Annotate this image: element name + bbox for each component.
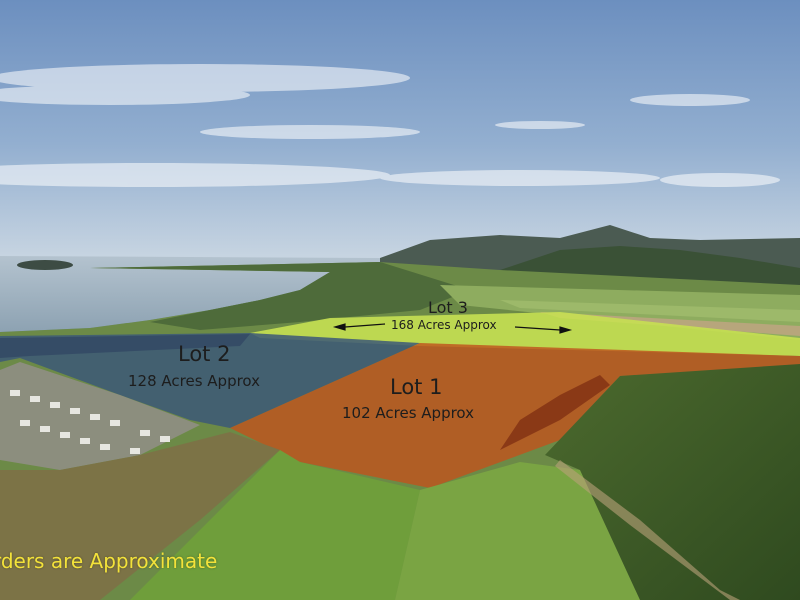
sea: [0, 256, 380, 332]
lot-2-area: 128 Acres Approx: [128, 372, 261, 390]
lot-3-area: 168 Acres Approx: [391, 318, 497, 332]
borders-disclaimer: Borders are Approximate: [0, 549, 218, 573]
cane-field-2: [395, 462, 640, 600]
mangroves: [90, 262, 470, 330]
cane-field-1: [130, 450, 420, 600]
island: [17, 260, 73, 270]
clouds: [0, 64, 780, 187]
lot-3-title: Lot 3: [428, 298, 468, 317]
houses: [10, 390, 170, 454]
lot-1-title: Lot 1: [390, 375, 443, 399]
lot-3-arrows: [332, 323, 573, 334]
brown-field: [0, 432, 280, 600]
tree-clump: [500, 375, 610, 450]
lot-1-area: 102 Acres Approx: [342, 404, 475, 422]
lot-1-boundary: [230, 343, 800, 488]
lot-2-title: Lot 2: [178, 342, 231, 366]
forest: [545, 364, 800, 600]
lot-3-boundary: [250, 312, 800, 356]
track: [555, 460, 740, 600]
lot-2-boundary: [0, 333, 420, 428]
